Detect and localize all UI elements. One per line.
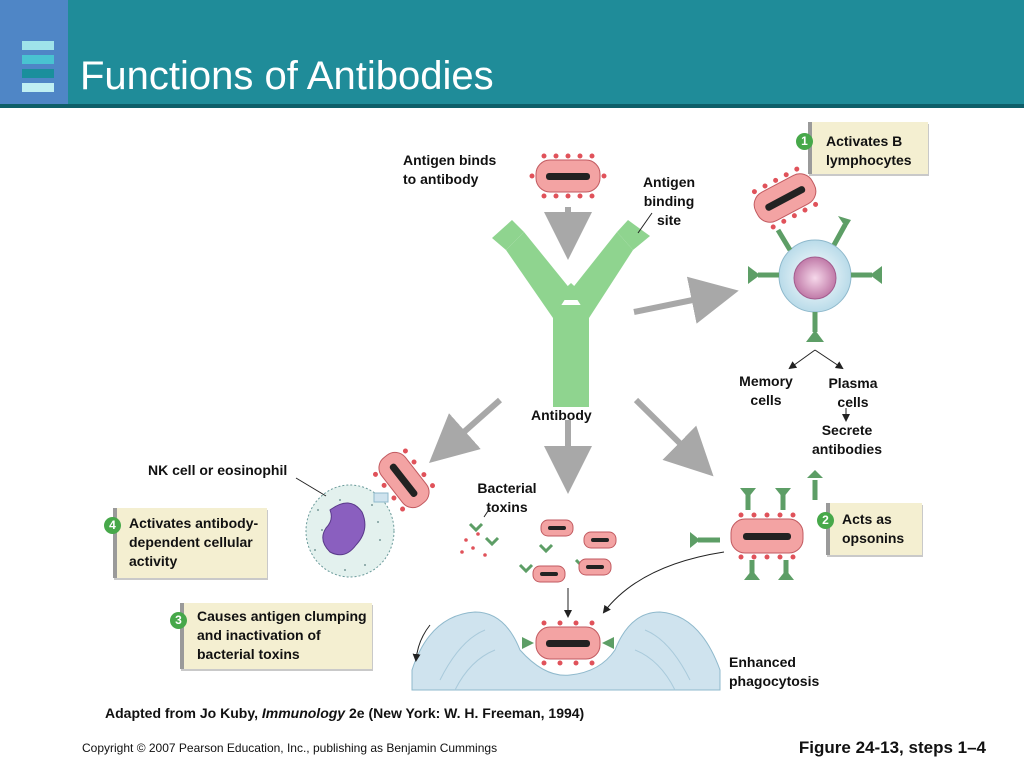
- logo-bar: [22, 55, 54, 64]
- label-antigen-binds: Antigen binds to antibody: [403, 152, 497, 187]
- bacterium-top: [529, 153, 607, 199]
- label-antigen-binding-site: Antigen binding site: [642, 174, 696, 228]
- b-lymphocyte: [748, 216, 882, 342]
- phagocyte: [411, 611, 721, 691]
- step-3-text: Causes antigen clumping and inactivation…: [197, 608, 367, 662]
- logo-bar: [22, 41, 54, 50]
- copyright-notice: Copyright © 2007 Pearson Education, Inc.…: [82, 741, 498, 755]
- step-4-badge: 4: [104, 517, 121, 534]
- flow-arrows: [429, 207, 739, 494]
- step-3-badge: 3: [170, 612, 187, 629]
- credit-suffix: 2e (New York: W. H. Freeman, 1994): [345, 705, 585, 721]
- callout-step-3: Causes antigen clumping and inactivation…: [180, 603, 372, 669]
- logo-bar: [22, 83, 54, 92]
- step-4-text: Activates antibody- dependent cellular a…: [129, 515, 259, 569]
- page-title: Functions of Antibodies: [80, 54, 494, 98]
- bacterium-opsonized: [730, 512, 804, 560]
- callout-step-1: Activates B lymphocytes: [808, 122, 928, 174]
- bacterium-bcell: [751, 166, 819, 230]
- step-1-badge: 1: [796, 133, 813, 150]
- label-bacterial-toxins: Bacterial toxins: [477, 480, 537, 515]
- label-antibody: Antibody: [531, 407, 592, 423]
- bacterium-nk: [372, 448, 436, 512]
- title-bar-rule: [0, 104, 1024, 108]
- callout-step-2: Acts as opsonins: [826, 503, 922, 555]
- label-enhanced-phagocytosis: Enhanced phagocytosis: [729, 654, 820, 689]
- step-2-text: Acts as opsonins: [842, 511, 905, 546]
- nk-cell: [305, 484, 395, 578]
- label-nk-cell: NK cell or eosinophil: [148, 462, 288, 478]
- logo-bar: [22, 69, 54, 78]
- step-1-text: Activates B lymphocytes: [826, 133, 912, 168]
- callout-step-4: Activates antibody- dependent cellular a…: [113, 508, 267, 578]
- title-bar: [0, 0, 1024, 104]
- slide-logo-block: [0, 0, 68, 104]
- credit-book-title: Immunology: [261, 705, 346, 721]
- step-2-badge: 2: [817, 512, 834, 529]
- credit-prefix: Adapted from Jo Kuby,: [105, 705, 262, 721]
- antibody-large: [492, 220, 650, 407]
- figure-reference: Figure 24-13, steps 1–4: [798, 738, 986, 757]
- label-memory-cells: Memory cells: [739, 373, 793, 408]
- differentiation-arrows: [788, 349, 850, 422]
- label-plasma-cells: Plasma cells: [828, 375, 878, 410]
- toxin-particles: [460, 507, 590, 574]
- bacterium-phagocytosed: [522, 620, 614, 666]
- source-credit: Adapted from Jo Kuby, Immunology 2e (New…: [105, 705, 584, 721]
- label-secrete-antibodies: Secrete antibodies: [811, 422, 882, 457]
